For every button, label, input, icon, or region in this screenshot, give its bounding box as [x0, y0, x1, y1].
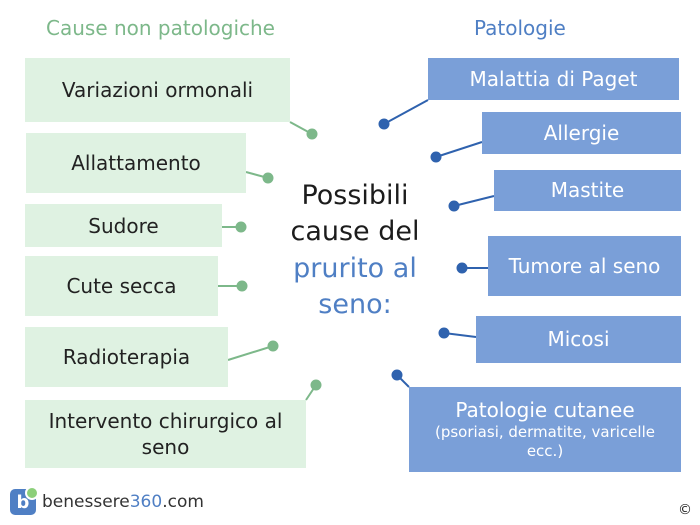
cause-label: Cute secca: [66, 274, 177, 298]
center-title-line-2: cause del: [290, 216, 420, 248]
pathology-sublabel: (psoriasi, dermatite, varicelle ecc.): [434, 422, 655, 461]
pathology-label: Malattia di Paget: [469, 66, 638, 91]
center-title-line-3: prurito al: [293, 252, 417, 284]
connector-dot: [262, 172, 274, 184]
brand-name-part-3: .com: [162, 492, 204, 512]
connector-dot: [438, 327, 450, 339]
connector-dot: [456, 262, 468, 274]
pathology-box-micosi: Micosi: [476, 316, 681, 363]
pathology-box-malattia-di-paget: Malattia di Paget: [428, 58, 679, 100]
connector-dot: [236, 280, 248, 292]
cause-box-radioterapia: Radioterapia: [25, 327, 228, 387]
center-title-line-1: Possibili: [301, 180, 409, 211]
connector-paget: [383, 99, 429, 125]
pathology-box-mastite: Mastite: [494, 170, 681, 211]
cause-label: Intervento chirurgico al seno: [48, 409, 283, 459]
copyright-symbol: ©: [678, 502, 692, 518]
cause-label: Radioterapia: [62, 345, 191, 369]
cause-label: Sudore: [88, 213, 159, 238]
pathology-label: Allergie: [543, 120, 620, 145]
brand-name-part-2: 360: [129, 492, 163, 512]
center-title: Possibili cause del prurito al seno:: [270, 178, 440, 324]
pathology-box-allergie: Allergie: [482, 112, 681, 154]
non-pathological-heading: Cause non patologiche: [46, 16, 275, 40]
connector-allergie: [435, 141, 483, 158]
connector-dot: [430, 151, 442, 163]
brand-mark-icon: b: [10, 486, 39, 515]
pathology-box-patologie-cutanee: Patologie cutanee (psoriasi, dermatite, …: [409, 387, 681, 472]
connector-dot: [448, 200, 460, 212]
connector-dot: [310, 379, 322, 391]
connector-dot: [378, 118, 390, 130]
pathology-label: Mastite: [550, 178, 625, 202]
connector-dot: [391, 369, 403, 381]
cause-box-variazioni-ormonali: Variazioni ormonali: [25, 58, 290, 122]
cause-label: Allattamento: [71, 151, 201, 175]
cause-label: Variazioni ormonali: [61, 78, 254, 102]
connector-mastite: [453, 195, 495, 207]
connector-dot: [235, 221, 247, 233]
pathology-label: Patologie cutanee: [455, 397, 635, 422]
brand-name: benessere360.com: [42, 492, 204, 512]
pathology-label: Micosi: [547, 327, 610, 351]
cause-box-intervento-chirurgico: Intervento chirurgico al seno: [25, 400, 306, 468]
pathologies-heading: Patologie: [474, 16, 566, 40]
brand-dot-icon: [25, 486, 39, 500]
connector-dot: [306, 128, 318, 140]
pathology-box-tumore-al-seno: Tumore al seno: [488, 236, 681, 296]
center-title-line-4: seno:: [318, 289, 392, 321]
pathology-label: Tumore al seno: [508, 253, 661, 278]
cause-box-allattamento: Allattamento: [26, 133, 246, 193]
connector-radioterapia: [227, 345, 274, 361]
cause-box-cute-secca: Cute secca: [25, 256, 218, 316]
brand-name-part-1: benessere: [42, 492, 130, 512]
connector-dot: [267, 340, 279, 352]
brand-logo: b benessere360.com: [10, 486, 204, 515]
cause-box-sudore: Sudore: [25, 204, 222, 247]
